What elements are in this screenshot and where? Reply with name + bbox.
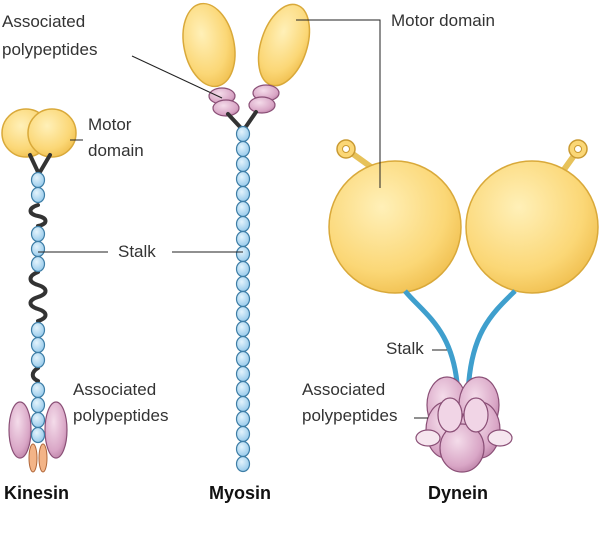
- kinesin-light-chain-left: [8, 401, 32, 459]
- myosin-light-chain: [212, 99, 240, 117]
- dynein-appendage-hole-left: [342, 145, 350, 153]
- kinesin-tail-piece-right: [38, 443, 48, 473]
- dynein-motor-domain-right: [465, 160, 599, 294]
- myosin-stalk: [235, 125, 251, 473]
- dynein-chain-inner: [437, 397, 463, 433]
- stalk-bead: [235, 155, 251, 173]
- myosin-motor-head-left: [182, 2, 236, 88]
- stalk-bead: [235, 455, 251, 473]
- stalk-bead: [235, 350, 251, 368]
- stalk-bead: [235, 320, 251, 338]
- stalk-bead: [235, 140, 251, 158]
- stalk-bead: [30, 171, 46, 189]
- stalk-bead: [235, 395, 251, 413]
- leader-dynein-motor: [296, 19, 381, 188]
- stalk-bead: [235, 170, 251, 188]
- kinesin-assoc-label-line2: polypeptides: [73, 406, 169, 425]
- stalk-bead: [30, 186, 46, 204]
- stalk-bead: [235, 410, 251, 428]
- stalk-bead: [30, 381, 46, 399]
- kinesin-neck-linker: [28, 153, 52, 174]
- stalk-bead: [30, 225, 46, 243]
- kinesin-name: Kinesin: [4, 483, 70, 503]
- kinesin-motor-head-right: [27, 108, 77, 158]
- stalk-bead: [235, 260, 251, 278]
- dynein-molecule: [328, 139, 599, 473]
- myosin-light-chain: [248, 96, 276, 114]
- kinesin-light-chain-right: [44, 401, 68, 459]
- stalk-bead: [235, 380, 251, 398]
- stalk-bead: [235, 215, 251, 233]
- stalk-bead: [30, 255, 46, 273]
- dynein-stalk-label: Stalk: [386, 339, 424, 358]
- stalk-bead: [235, 275, 251, 293]
- kinesin-molecule: [1, 108, 77, 473]
- myosin-assoc-label-line2: polypeptides: [2, 40, 98, 59]
- dynein-assoc-label-line1: Associated: [302, 380, 386, 399]
- stalk-bead: [235, 335, 251, 353]
- stalk-bead: [30, 336, 46, 354]
- stalk-bead: [30, 396, 46, 414]
- dynein-appendage-hole-right: [574, 145, 582, 153]
- stalk-bead: [235, 230, 251, 248]
- stalk-bead: [235, 290, 251, 308]
- stalk-bead: [235, 305, 251, 323]
- dynein-light-chain-right: [487, 429, 513, 447]
- stalk-bead: [30, 411, 46, 429]
- leader-myosin-assoc: [131, 55, 223, 99]
- stalk-bead: [235, 425, 251, 443]
- dynein-associated-complex: [415, 376, 513, 473]
- stalk-bead: [30, 321, 46, 339]
- dynein-chain-inner: [463, 397, 489, 433]
- stalk-label: Stalk: [118, 242, 156, 261]
- kinesin-stalk: [30, 171, 46, 414]
- dynein-motor-label: Motor domain: [391, 11, 495, 30]
- dynein-stalk-left: [403, 289, 461, 396]
- myosin-name: Myosin: [209, 483, 272, 503]
- myosin-motor-head-right: [257, 3, 311, 87]
- dynein-motor-domain-left: [328, 160, 462, 294]
- leader-lines: [38, 19, 447, 419]
- stalk-bead: [235, 440, 251, 458]
- myosin-molecule: [182, 2, 311, 473]
- kinesin-assoc-label-line1: Associated: [73, 380, 157, 399]
- stalk-bead: [235, 185, 251, 203]
- myosin-neck-linker: [226, 110, 258, 130]
- myosin-assoc-label-line1: Associated: [2, 12, 86, 31]
- kinesin-hinge-2: [28, 270, 48, 323]
- kinesin-motor-label-line2: domain: [88, 141, 144, 160]
- kinesin-hinge-3: [30, 366, 40, 383]
- stalk-bead: [30, 351, 46, 369]
- dynein-light-chain-left: [415, 429, 441, 447]
- kinesin-motor-label-line1: Motor: [88, 115, 132, 134]
- stalk-bead: [235, 200, 251, 218]
- kinesin-hinge-1: [28, 203, 48, 228]
- myosin-light-chains: [208, 84, 280, 117]
- dynein-name: Dynein: [428, 483, 489, 503]
- stalk-bead: [30, 240, 46, 258]
- kinesin-tail-piece-left: [28, 443, 38, 473]
- dynein-stalk-right: [465, 289, 517, 396]
- stalk-bead: [235, 365, 251, 383]
- dynein-assoc-label-line2: polypeptides: [302, 406, 398, 425]
- stalk-bead: [30, 426, 46, 444]
- stalk-bead: [235, 245, 251, 263]
- stalk-bead: [235, 125, 251, 143]
- dynein-chain: [439, 423, 485, 473]
